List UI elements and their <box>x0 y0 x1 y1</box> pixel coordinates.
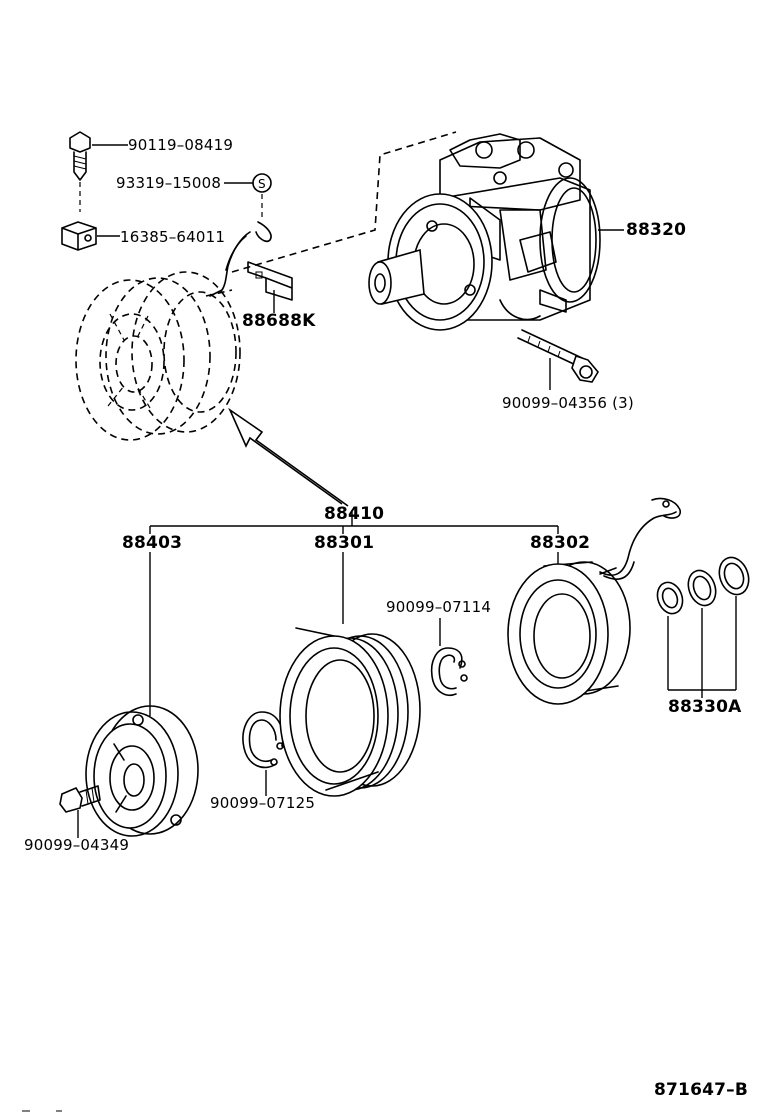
field-coil-88302[interactable] <box>507 497 682 705</box>
label-90099-07125: 90099–07125 <box>210 794 316 812</box>
bolt-90119-08419[interactable] <box>69 131 91 181</box>
bolt-90099-04349[interactable] <box>59 785 101 813</box>
label-88330A: 88330A <box>668 697 742 717</box>
label-88301: 88301 <box>314 533 375 553</box>
bracket-88688K[interactable] <box>247 261 293 301</box>
clutch-assembly-88410[interactable] <box>75 271 241 441</box>
pressure-plate-88403[interactable] <box>85 705 199 837</box>
block-16385-64011[interactable] <box>61 221 97 251</box>
assembly-arrow <box>228 407 349 507</box>
label-88302: 88302 <box>530 533 591 553</box>
pulley-88301[interactable] <box>279 627 421 797</box>
label-90099-04349: 90099–04349 <box>24 836 130 854</box>
label-88320: 88320 <box>626 220 687 240</box>
drawing-number: 871647–B <box>654 1080 749 1100</box>
svg-text:S: S <box>258 177 266 191</box>
clip-93319-15008[interactable]: S <box>252 173 272 193</box>
label-16385-64011: 16385–64011 <box>120 228 226 246</box>
compressor-88320[interactable] <box>368 133 601 331</box>
snap-ring-90099-07125[interactable] <box>242 711 284 769</box>
label-93319-15008: 93319–15008 <box>116 174 222 192</box>
bolt-90099-04356[interactable] <box>517 329 599 383</box>
label-88410: 88410 <box>324 504 385 524</box>
label-88403: 88403 <box>122 533 183 553</box>
snap-ring-90099-07114[interactable] <box>430 647 468 696</box>
label-90099-07114: 90099–07114 <box>386 598 492 616</box>
label-90099-04356: 90099–04356 (3) <box>502 394 634 412</box>
label-90119-08419: 90119–08419 <box>128 136 234 154</box>
label-88688K: 88688K <box>242 311 316 331</box>
shims-88330A[interactable] <box>653 553 753 617</box>
